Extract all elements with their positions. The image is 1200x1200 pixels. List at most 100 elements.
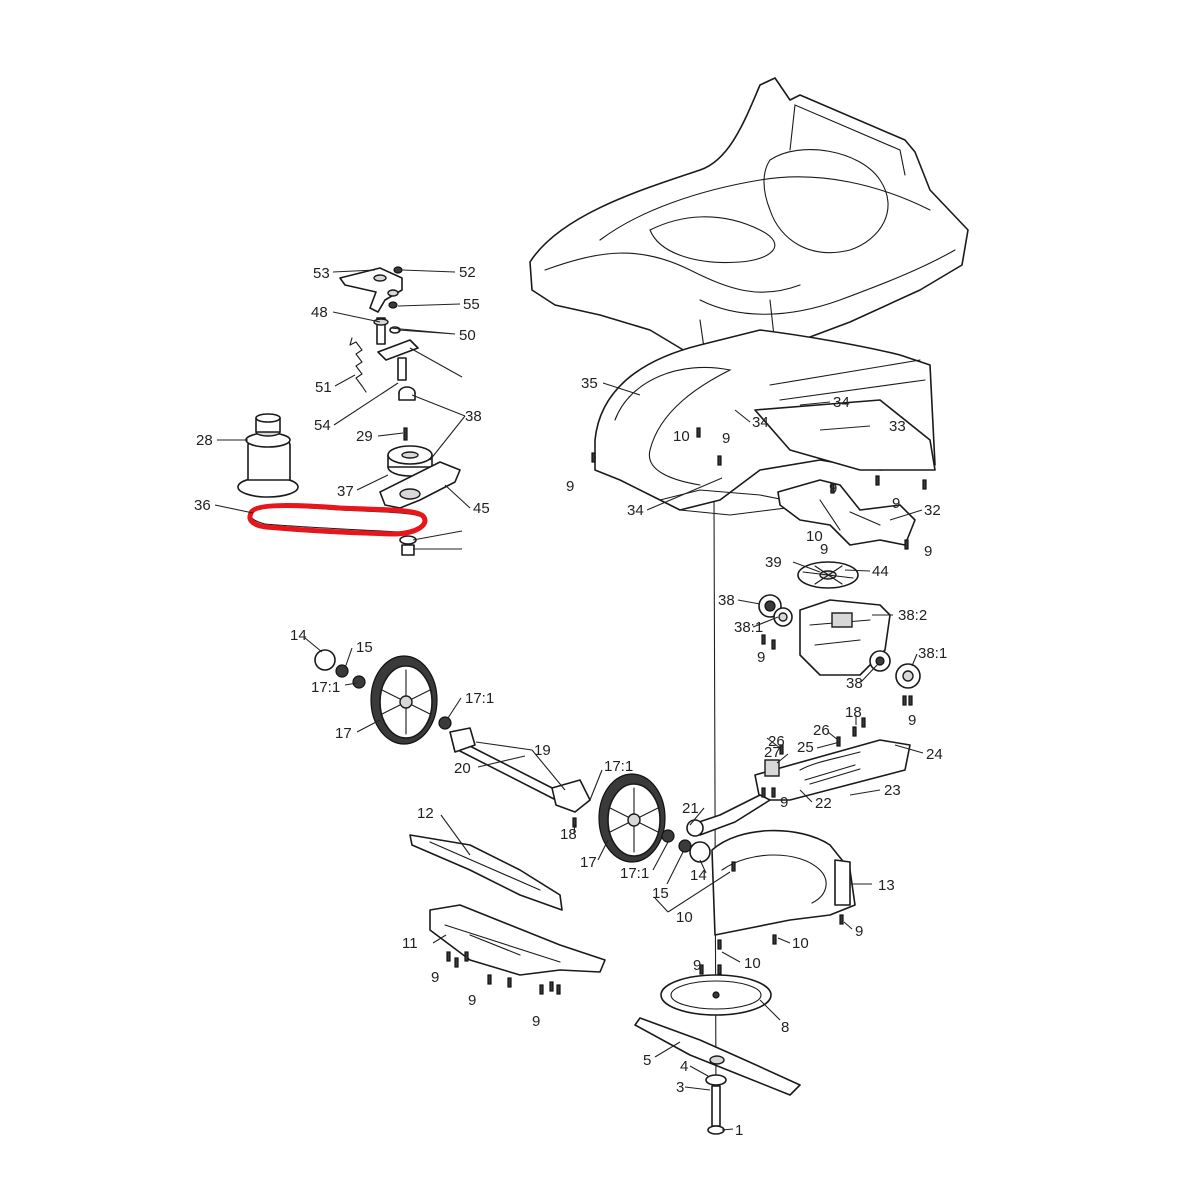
wheel-washer-right bbox=[678, 839, 692, 853]
tension-arm bbox=[377, 339, 419, 381]
callout-26-b: 26 bbox=[813, 722, 830, 739]
callout-26-a: 26 bbox=[768, 733, 785, 750]
callout-10-b: 10 bbox=[806, 528, 823, 545]
bushing-left bbox=[773, 607, 793, 627]
drive-belt-highlight bbox=[247, 503, 428, 537]
wheel-bearing-left bbox=[352, 675, 366, 689]
wheel-washer-left bbox=[335, 664, 349, 678]
callout-32-c: 34 bbox=[627, 502, 644, 519]
callout-17-a: 17 bbox=[335, 725, 352, 742]
callout-9-m: 9 bbox=[693, 957, 701, 974]
callout-10-c: 10 bbox=[676, 909, 693, 926]
axle-bracket-right bbox=[551, 779, 591, 813]
wheel-cap-left bbox=[314, 649, 336, 671]
front-wheel bbox=[598, 773, 666, 863]
callout-52: 55 bbox=[463, 296, 480, 313]
callout-25: 25 bbox=[797, 739, 814, 756]
rear-cover bbox=[754, 399, 936, 471]
callout-33: 35 bbox=[581, 375, 598, 392]
callout-9-n: 9 bbox=[780, 794, 788, 811]
side-deflector bbox=[409, 834, 563, 911]
callout-9-e: 9 bbox=[820, 541, 828, 558]
callout-9-k: 9 bbox=[532, 1013, 540, 1030]
cutting-deck bbox=[711, 829, 856, 936]
callout-leader-lines bbox=[214, 269, 924, 1131]
cutting-blade bbox=[634, 1017, 801, 1096]
callout-labels: 53 52 55 48 50 51 38 54 29 28 37 45 36 3… bbox=[194, 264, 947, 1139]
callout-50: 53 bbox=[313, 265, 330, 282]
pulley-bolt bbox=[401, 544, 415, 556]
callout-10-a: 10 bbox=[673, 428, 690, 445]
callout-9-g: 9 bbox=[757, 649, 765, 666]
callout-30: 32 bbox=[924, 502, 941, 519]
rear-bracket bbox=[777, 479, 916, 546]
callout-18-a: 18 bbox=[560, 826, 577, 843]
mower-body-cover bbox=[529, 77, 969, 361]
callout-5: 5 bbox=[643, 1052, 651, 1069]
tension-spring bbox=[349, 337, 367, 393]
blade-carrier-disc bbox=[660, 974, 772, 1016]
callout-15-a: 15 bbox=[356, 639, 373, 656]
front-skirt bbox=[429, 904, 606, 976]
rear-left-wheel bbox=[370, 655, 438, 745]
callout-36-a: 38 bbox=[718, 592, 735, 609]
callout-27: 27 bbox=[764, 744, 781, 761]
gearbox-pulley bbox=[797, 561, 859, 589]
axle-bracket-left bbox=[449, 727, 476, 753]
callout-38-2: 44 bbox=[872, 563, 889, 580]
callout-24: 24 bbox=[926, 746, 943, 763]
callout-19: 19 bbox=[534, 742, 551, 759]
callout-36-drive: 38 bbox=[465, 408, 482, 425]
engine-pulley bbox=[237, 413, 299, 498]
callout-17-1-b: 17:1 bbox=[465, 690, 494, 707]
idler-bearing bbox=[398, 386, 416, 401]
callout-46: 51 bbox=[315, 379, 332, 396]
callout-38: 38:2 bbox=[898, 607, 927, 624]
callout-17-1-a: 17:1 bbox=[311, 679, 340, 696]
callout-14-a: 14 bbox=[290, 627, 307, 644]
callout-10-e: 10 bbox=[744, 955, 761, 972]
callout-12: 12 bbox=[417, 805, 434, 822]
wheel-cap-right bbox=[689, 841, 711, 863]
callout-29: 29 bbox=[356, 428, 373, 445]
callout-39: 45 bbox=[473, 500, 490, 517]
callout-44: 48 bbox=[311, 304, 328, 321]
callout-8: 8 bbox=[781, 1019, 789, 1036]
callout-17-1-c: 17:1 bbox=[604, 758, 633, 775]
callout-28: 28 bbox=[196, 432, 213, 449]
callout-9-a: 9 bbox=[722, 430, 730, 447]
blade-bolt bbox=[705, 1074, 727, 1135]
lever-washer-mid bbox=[388, 301, 398, 309]
callout-38-1: 39 bbox=[765, 554, 782, 571]
callout-21: 21 bbox=[682, 800, 699, 817]
callout-4: 4 bbox=[680, 1058, 688, 1075]
control-lever bbox=[339, 267, 403, 313]
callout-37-a: 38:1 bbox=[734, 619, 763, 636]
gearbox bbox=[799, 599, 891, 676]
callout-10-d: 10 bbox=[792, 935, 809, 952]
lever-shaft bbox=[373, 317, 389, 345]
callout-9-h: 9 bbox=[908, 712, 916, 729]
idler-pin bbox=[403, 427, 408, 441]
screw-set bbox=[446, 427, 927, 995]
callout-11: 11 bbox=[402, 935, 418, 952]
callout-22: 22 bbox=[815, 795, 832, 812]
callout-17-1-d: 17:1 bbox=[620, 865, 649, 882]
callout-32-a: 34 bbox=[833, 394, 850, 411]
callout-9-b: 9 bbox=[566, 478, 574, 495]
callout-31: 33 bbox=[889, 418, 906, 435]
callout-51: 54 bbox=[314, 417, 331, 434]
callout-14-b: 14 bbox=[690, 867, 707, 884]
callout-15-b: 15 bbox=[652, 885, 669, 902]
wheel-bearing-left-inner bbox=[438, 716, 452, 730]
callout-48: 52 bbox=[459, 264, 476, 281]
callout-36-b: 38 bbox=[846, 675, 863, 692]
idler-bracket bbox=[379, 461, 461, 509]
callout-9-j: 9 bbox=[468, 992, 476, 1009]
callout-13: 13 bbox=[878, 877, 895, 894]
callout-20: 20 bbox=[454, 760, 471, 777]
callout-17-b: 17 bbox=[580, 854, 597, 871]
wheel-bearing-right bbox=[661, 829, 675, 843]
callout-1: 1 bbox=[735, 1122, 743, 1139]
